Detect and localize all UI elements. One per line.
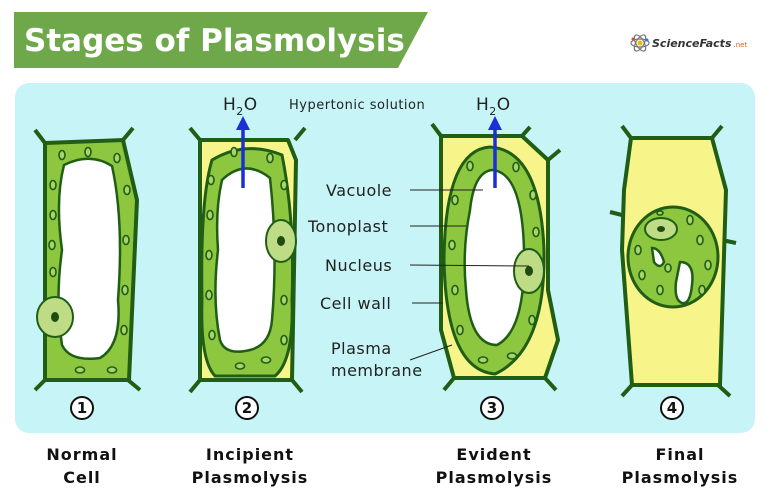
stage-caption-line1: Evident — [456, 445, 531, 464]
stage-4: 4 Final Plasmolysis — [622, 396, 739, 487]
page-title: Stages of Plasmolysis — [24, 23, 405, 59]
stage-number: 1 — [77, 399, 87, 417]
stage-caption-line2: Plasmolysis — [622, 468, 739, 487]
chloroplasts — [448, 160, 540, 364]
chloroplasts — [205, 146, 288, 370]
stage-number: 4 — [667, 399, 677, 417]
cell-normal — [33, 126, 142, 392]
stage-caption-line1: Normal — [46, 445, 117, 464]
stage-caption-line1: Final — [655, 445, 704, 464]
nucleolus — [525, 266, 533, 276]
chloroplasts — [48, 146, 131, 374]
stage-number-badge — [235, 396, 259, 420]
stage-caption-line2: Plasmolysis — [436, 468, 553, 487]
vacuole — [463, 168, 526, 347]
cell-wall-spikes — [609, 124, 737, 398]
label-cell-wall: Cell wall — [320, 294, 391, 313]
vacuole — [674, 260, 694, 305]
stage-number-badge — [70, 396, 94, 420]
label-vacuole: Vacuole — [326, 181, 392, 200]
label-plasma-membrane-2: membrane — [331, 361, 423, 380]
arrow-head-icon — [488, 116, 502, 130]
label-plasma-membrane-1: Plasma — [331, 339, 392, 358]
cell-wall-spikes — [430, 122, 562, 392]
cell-incipient — [188, 116, 307, 394]
nucleolus — [657, 226, 665, 232]
logo-wordmark: ScienceFacts.net — [652, 37, 747, 50]
stage-3: 3 Evident Plasmolysis — [436, 396, 553, 487]
logo-suffix: .net — [734, 41, 748, 49]
sciencefacts-logo: ScienceFacts.net — [630, 34, 747, 52]
stage-1: 1 Normal Cell — [46, 396, 117, 487]
stage-2: 2 Incipient Plasmolysis — [192, 396, 309, 487]
hypertonic-solution-label: Hypertonic solution — [289, 98, 425, 113]
water-label: H2O — [476, 95, 511, 118]
nucleolus — [277, 236, 285, 246]
vacuole — [57, 157, 122, 360]
stage-caption-line1: Incipient — [206, 445, 294, 464]
stage-number-badge — [660, 396, 684, 420]
stage-caption-line2: Plasmolysis — [192, 468, 309, 487]
stage-number: 2 — [242, 399, 252, 417]
vacuole — [214, 167, 276, 353]
chloroplasts — [634, 210, 712, 296]
stage-caption-line2: Cell — [63, 468, 101, 487]
part-labels: Vacuole Tonoplast Nucleus Cell wall Plas… — [307, 181, 530, 380]
water-label: H2O — [223, 95, 258, 118]
logo-text: ScienceFacts — [652, 37, 732, 50]
cell-evident — [430, 116, 562, 392]
vacuole-small — [650, 246, 666, 268]
label-tonoplast: Tonoplast — [307, 217, 388, 236]
label-nucleus: Nucleus — [325, 256, 392, 275]
nucleolus — [51, 312, 59, 322]
stage-number-badge — [480, 396, 504, 420]
stage-number: 3 — [487, 399, 497, 417]
cell-final — [609, 124, 737, 398]
atom-icon — [630, 34, 650, 52]
cell-wall-spikes — [188, 126, 307, 394]
arrow-head-icon — [236, 116, 250, 130]
title-banner — [14, 12, 428, 68]
